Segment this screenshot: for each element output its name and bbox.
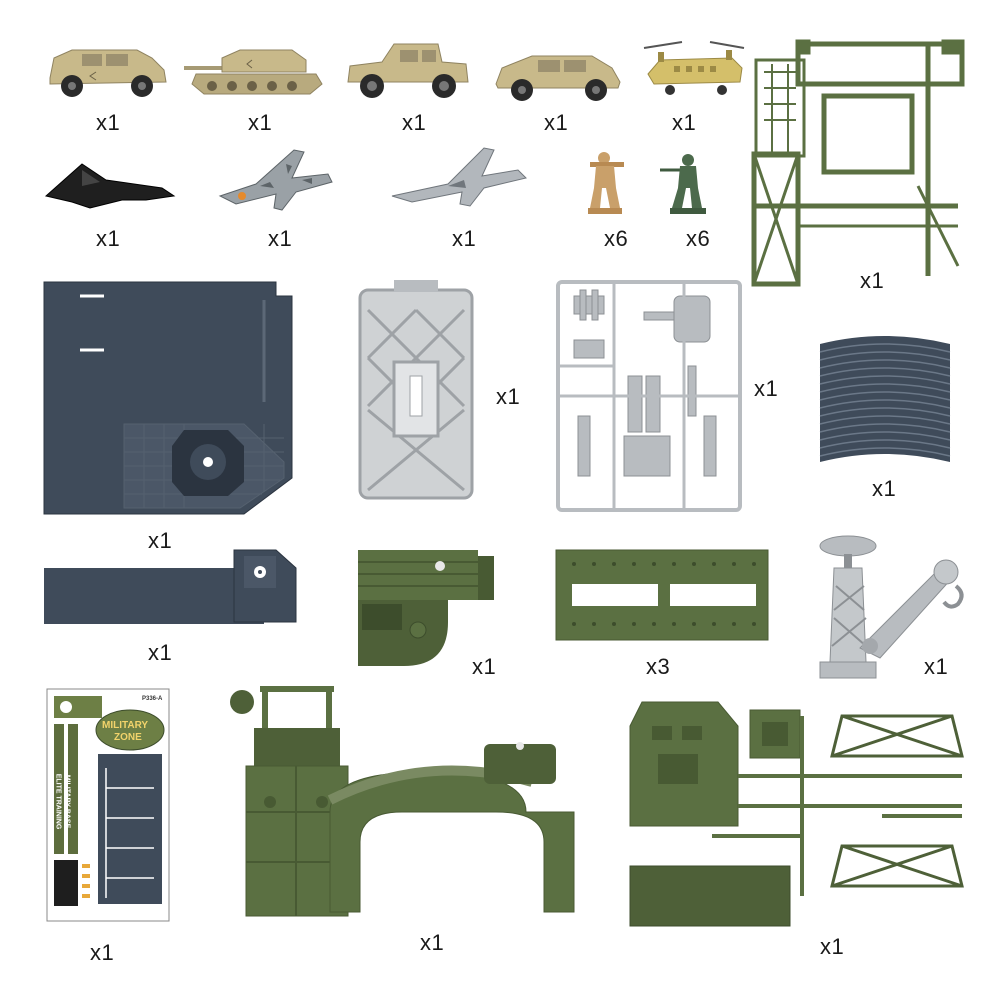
watchtower-hangar [226, 682, 582, 920]
qty-grey-parts-sprue: x1 [754, 376, 779, 401]
jeep [342, 40, 472, 102]
qty-camo-fighter-jet: x1 [268, 226, 293, 251]
grey-parts-sprue [554, 276, 744, 516]
qty-bunker-corner: x1 [472, 654, 497, 679]
qty-tank: x1 [248, 110, 273, 135]
qty-radar-tower-frame: x1 [860, 268, 885, 293]
radar-tower-frame [748, 36, 970, 287]
qty-road-ramp-piece: x1 [148, 640, 173, 665]
qty-green-soldier: x6 [686, 226, 711, 251]
qty-sticker-sheet: x1 [90, 940, 115, 965]
sticker-strip-2: MILITARY BASE [63, 774, 71, 829]
tan-soldier [584, 150, 628, 216]
qty-crane: x1 [924, 654, 949, 679]
grey-fighter-jet [388, 144, 530, 210]
tank [182, 44, 324, 99]
chinook-helicopter [640, 38, 748, 102]
crane [800, 528, 972, 684]
qty-tan-soldier: x6 [604, 226, 629, 251]
sticker-strip-1: ELITE TRAINING [54, 773, 62, 830]
qty-grey-fighter-jet: x1 [452, 226, 477, 251]
camo-fighter-jet [216, 144, 336, 214]
green-soldier [658, 152, 712, 216]
qty-green-parts-sprue: x1 [820, 934, 845, 959]
stealth-bomber [42, 156, 178, 212]
sticker-sheet: P336-A MILITARY ZONE ELITE TRAINING MILI… [46, 688, 170, 922]
qty-grey-hatch-panel: x1 [496, 384, 521, 409]
bunker-corner [358, 550, 496, 668]
qty-base-floor-plate: x1 [148, 528, 173, 553]
qty-jeep: x1 [402, 110, 427, 135]
qty-stealth-bomber: x1 [96, 226, 121, 251]
qty-watchtower-hangar: x1 [420, 930, 445, 955]
qty-armored-car: x1 [544, 110, 569, 135]
sticker-logo-line1: MILITARY [102, 720, 149, 731]
armored-car [492, 48, 624, 102]
bridge-plate [554, 546, 770, 642]
curved-ramp [818, 334, 952, 466]
sticker-code: P336-A [142, 696, 163, 702]
qty-chinook-helicopter: x1 [672, 110, 697, 135]
qty-curved-ramp: x1 [872, 476, 897, 501]
base-floor-plate [43, 281, 294, 515]
qty-bridge-plate: x3 [646, 654, 671, 679]
road-ramp-piece [44, 546, 298, 624]
qty-armored-vehicle: x1 [96, 110, 121, 135]
grey-hatch-panel [354, 280, 478, 506]
sticker-logo-line2: ZONE [114, 732, 142, 743]
armored-vehicle [42, 40, 172, 100]
green-parts-sprue [622, 696, 968, 928]
